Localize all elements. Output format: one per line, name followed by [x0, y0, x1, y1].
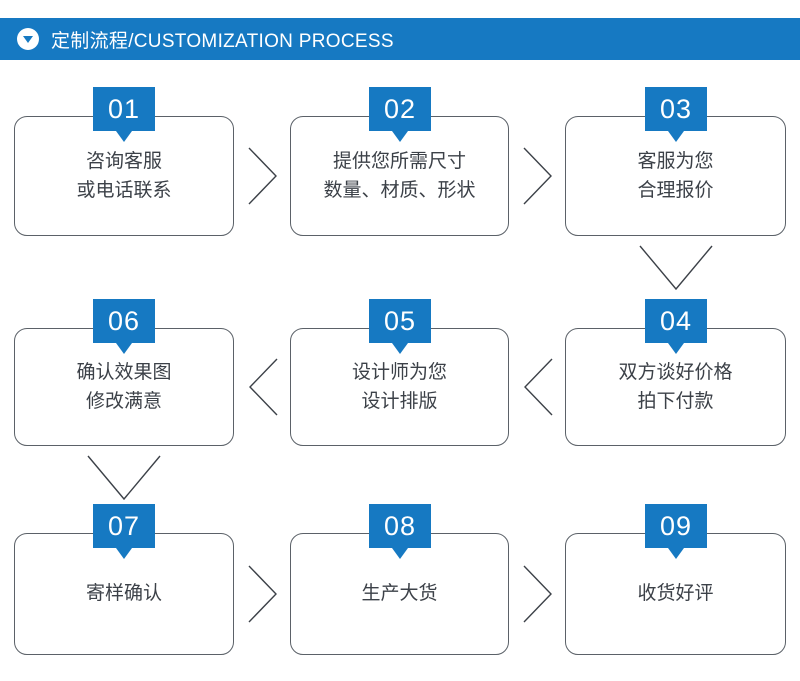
step-number: 06: [107, 305, 141, 336]
step-label-line: 确认效果图: [76, 361, 172, 383]
process-step-05[interactable]: 设计师为您 设计排版: [290, 328, 509, 446]
step-label-line: 或电话联系: [76, 180, 172, 201]
step-label-line: 拍下付款: [637, 391, 714, 412]
step-label-line: 生产大货: [361, 583, 438, 605]
step-label-line: 设计排版: [361, 391, 438, 412]
chevron-down-step6-step7: [85, 453, 163, 505]
step-number-badge-01: 01: [93, 87, 155, 142]
step-number: 08: [383, 510, 417, 541]
chevron-left-step4-step5: [521, 356, 555, 418]
step-number: 05: [383, 305, 417, 336]
step-number-badge-06: 06: [93, 299, 155, 354]
chevron-right-step8-step9: [521, 563, 555, 625]
step-number-badge-04: 04: [645, 299, 707, 354]
chevron-down-step3-step4: [637, 243, 715, 295]
step-number-badge-03: 03: [645, 87, 707, 142]
step-label-line: 客服为您: [637, 150, 714, 172]
step-label-line: 寄样确认: [85, 583, 162, 605]
triangle-down-circle-icon: [17, 28, 39, 50]
chevron-left-step5-step6: [246, 356, 280, 418]
step-label-line: 合理报价: [637, 180, 714, 201]
section-header-bar: 定制流程/CUSTOMIZATION PROCESS: [0, 18, 800, 60]
chevron-right-step2-step3: [521, 145, 555, 207]
step-number: 04: [659, 305, 693, 336]
step-number-badge-02: 02: [369, 87, 431, 142]
step-number-badge-09: 09: [645, 504, 707, 559]
step-number-badge-08: 08: [369, 504, 431, 559]
chevron-right-step7-step8: [246, 563, 280, 625]
step-number: 02: [383, 93, 417, 124]
step-number-badge-07: 07: [93, 504, 155, 559]
step-label-line: 咨询客服: [85, 150, 162, 172]
process-flow-diagram: 咨询客服 或电话联系 01 提供您所需尺寸 数量、材质、形状 02 客服为您 合…: [0, 60, 800, 681]
step-number: 07: [107, 510, 141, 541]
step-number: 01: [107, 93, 141, 124]
step-label-line: 设计师为您: [351, 361, 447, 383]
step-number: 03: [659, 93, 693, 124]
step-number: 09: [659, 510, 693, 541]
step-label-line: 双方谈好价格: [618, 361, 733, 383]
chevron-right-step1-step2: [246, 145, 280, 207]
step-label-line: 提供您所需尺寸: [332, 150, 466, 172]
step-label-line: 数量、材质、形状: [323, 180, 476, 201]
step-label-line: 修改满意: [85, 391, 162, 412]
step-number-badge-05: 05: [369, 299, 431, 354]
page-title: 定制流程/CUSTOMIZATION PROCESS: [51, 30, 394, 52]
step-label-line: 收货好评: [637, 583, 714, 605]
